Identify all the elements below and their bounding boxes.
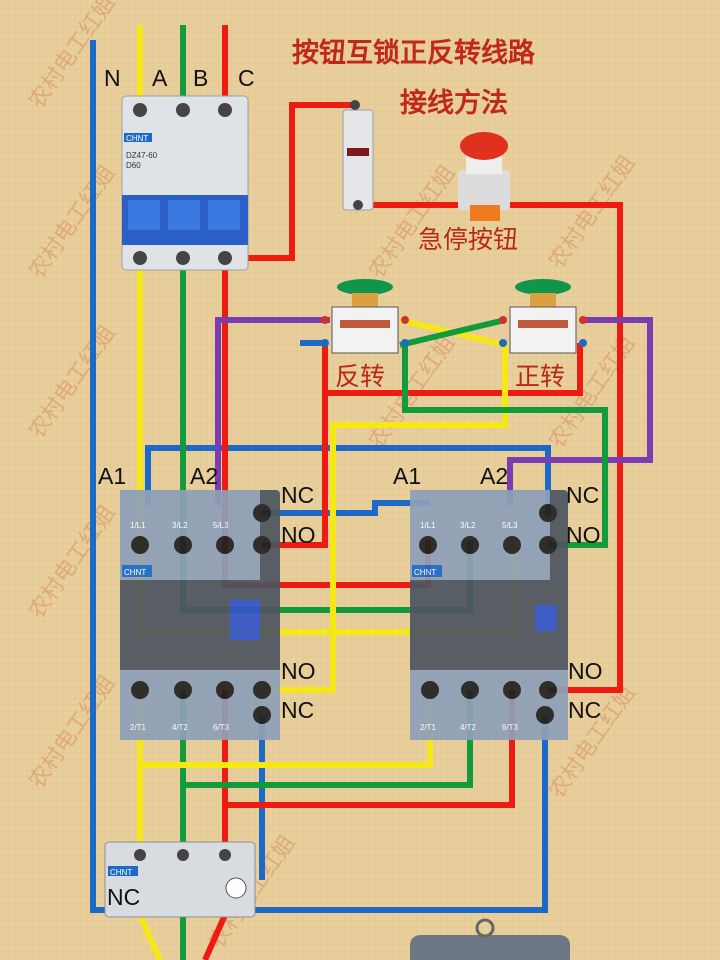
svg-text:CHNT: CHNT	[110, 868, 132, 877]
breaker-brand: CHNT	[126, 134, 148, 143]
left-a2-label: A2	[190, 463, 218, 489]
right-no-bottom-label: NO	[568, 658, 603, 684]
svg-text:2/T1: 2/T1	[130, 723, 147, 732]
forward-button-label: 正转	[515, 362, 565, 391]
reverse-button-label: 反转	[335, 362, 385, 391]
left-no-top-label: NO	[281, 522, 316, 548]
right-no-top-label: NO	[566, 522, 601, 548]
breaker-rating: D60	[126, 161, 141, 170]
green-interlock-wire	[399, 317, 506, 348]
svg-text:5/L3: 5/L3	[213, 521, 229, 530]
title-line2: 接线方法	[400, 87, 508, 119]
svg-text:5/L3: 5/L3	[502, 521, 518, 530]
label-n: N	[104, 65, 121, 91]
svg-text:CHNT: CHNT	[124, 568, 146, 577]
motor-u-wire	[137, 913, 163, 960]
overload-nc-label: NC	[107, 884, 140, 910]
svg-text:6/T3: 6/T3	[502, 723, 519, 732]
label-b: B	[193, 65, 208, 91]
purple-reverse-coil-wire	[215, 317, 330, 505]
green-hold-wire	[402, 345, 608, 548]
neutral-wire	[90, 40, 548, 913]
left-a1-label: A1	[98, 463, 126, 489]
svg-text:CHNT: CHNT	[414, 568, 436, 577]
circuit-breaker[interactable]: CHNT DZ47-60 D60	[121, 95, 249, 271]
fuse-holder	[342, 100, 374, 211]
control-feed-wire	[225, 102, 355, 261]
forward-button[interactable]	[499, 279, 587, 354]
svg-text:3/L2: 3/L2	[172, 521, 188, 530]
title-line1: 按钮互锁正反转线路	[292, 37, 536, 69]
label-a: A	[152, 65, 168, 91]
contactor-left: CHNT 1/L1 3/L2 5/L3 2/T1 4/T2 6/T3	[120, 490, 280, 740]
label-c: C	[238, 65, 255, 91]
left-nc-top-label: NC	[281, 482, 314, 508]
blue-interlock-wire-2	[262, 500, 430, 516]
emergency-stop-label: 急停按钮	[418, 225, 518, 254]
left-no-bottom-label: NO	[281, 658, 316, 684]
right-a2-label: A2	[480, 463, 508, 489]
svg-text:1/L1: 1/L1	[130, 521, 146, 530]
svg-text:6/T3: 6/T3	[213, 723, 230, 732]
svg-text:2/T1: 2/T1	[420, 723, 437, 732]
left-nc-bottom-label: NC	[281, 697, 314, 723]
overload-relay: CHNT	[104, 841, 256, 918]
emergency-stop-button[interactable]	[458, 132, 510, 221]
svg-text:4/T2: 4/T2	[172, 723, 189, 732]
svg-text:3/L2: 3/L2	[460, 521, 476, 530]
reverse-button[interactable]	[321, 279, 409, 354]
motor	[410, 918, 570, 960]
right-a1-label: A1	[393, 463, 421, 489]
blue-interlock-wire	[145, 445, 551, 515]
svg-text:1/L1: 1/L1	[420, 521, 436, 530]
yellow-hold-wire	[262, 345, 508, 693]
breaker-model: DZ47-60	[126, 151, 158, 160]
motor-w-wire	[202, 913, 228, 960]
svg-text:4/T2: 4/T2	[460, 723, 477, 732]
right-nc-bottom-label: NC	[568, 697, 601, 723]
purple-forward-coil-wire	[507, 317, 653, 505]
reverse-hold-wire	[262, 343, 328, 548]
right-nc-top-label: NC	[566, 482, 599, 508]
contactor-right: CHNT 1/L1 3/L2 5/L3 2/T1 4/T2 6/T3	[410, 490, 568, 740]
forward-feed-wire	[325, 343, 583, 396]
